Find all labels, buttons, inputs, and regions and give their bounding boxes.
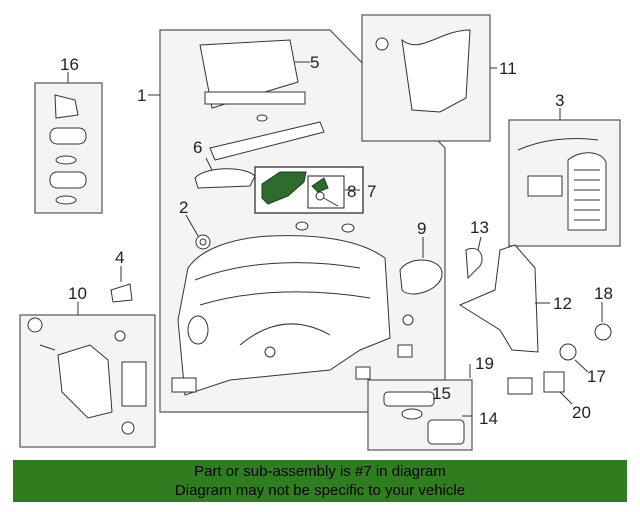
- part-8-box: [307, 175, 345, 209]
- part-18: [594, 323, 612, 341]
- part-8: [311, 177, 329, 193]
- part-12: [458, 244, 539, 353]
- part-20: [543, 371, 565, 393]
- callout-15: 15: [432, 384, 451, 403]
- callout-7: 7: [367, 182, 376, 201]
- callout-14: 14: [479, 409, 498, 428]
- callout-6: 6: [193, 138, 202, 157]
- part-13: [465, 248, 483, 280]
- quarter-trim-panel: [177, 235, 391, 396]
- part-6-rail: [209, 121, 325, 161]
- parts-diagram: 1 2 3 4 5 6 7 8 9 10 11 12 13 14 15 16 1…: [19, 14, 621, 451]
- highlighted-part-7: [261, 171, 307, 205]
- callout-11: 11: [499, 59, 517, 78]
- callout-16: 16: [60, 55, 79, 74]
- part-4: [110, 283, 133, 303]
- part-9: [399, 259, 443, 295]
- info-banner: Part or sub-assembly is #7 in diagram Di…: [13, 460, 627, 502]
- callout-9: 9: [417, 219, 426, 238]
- part-5: [199, 39, 299, 109]
- callout-10: 10: [68, 284, 87, 303]
- callout-13: 13: [470, 218, 489, 237]
- bolt: [256, 114, 268, 122]
- part-5-rail: [204, 91, 306, 105]
- part-17: [559, 343, 577, 361]
- callout-3: 3: [555, 91, 564, 110]
- callout-17: 17: [587, 367, 606, 386]
- banner-line-1: Part or sub-assembly is #7 in diagram: [194, 463, 446, 480]
- callout-19: 19: [475, 354, 494, 373]
- callout-12: 12: [553, 294, 572, 313]
- callout-5: 5: [310, 53, 319, 72]
- callout-8: 8: [347, 182, 356, 201]
- callout-18: 18: [594, 284, 613, 303]
- callout-20: 20: [572, 403, 591, 422]
- callout-2: 2: [179, 198, 188, 217]
- banner-line-2: Diagram may not be specific to your vehi…: [174, 482, 466, 499]
- callout-4: 4: [115, 248, 124, 267]
- part-6: [194, 168, 256, 189]
- part-19: [507, 377, 533, 395]
- callout-1: 1: [137, 86, 146, 105]
